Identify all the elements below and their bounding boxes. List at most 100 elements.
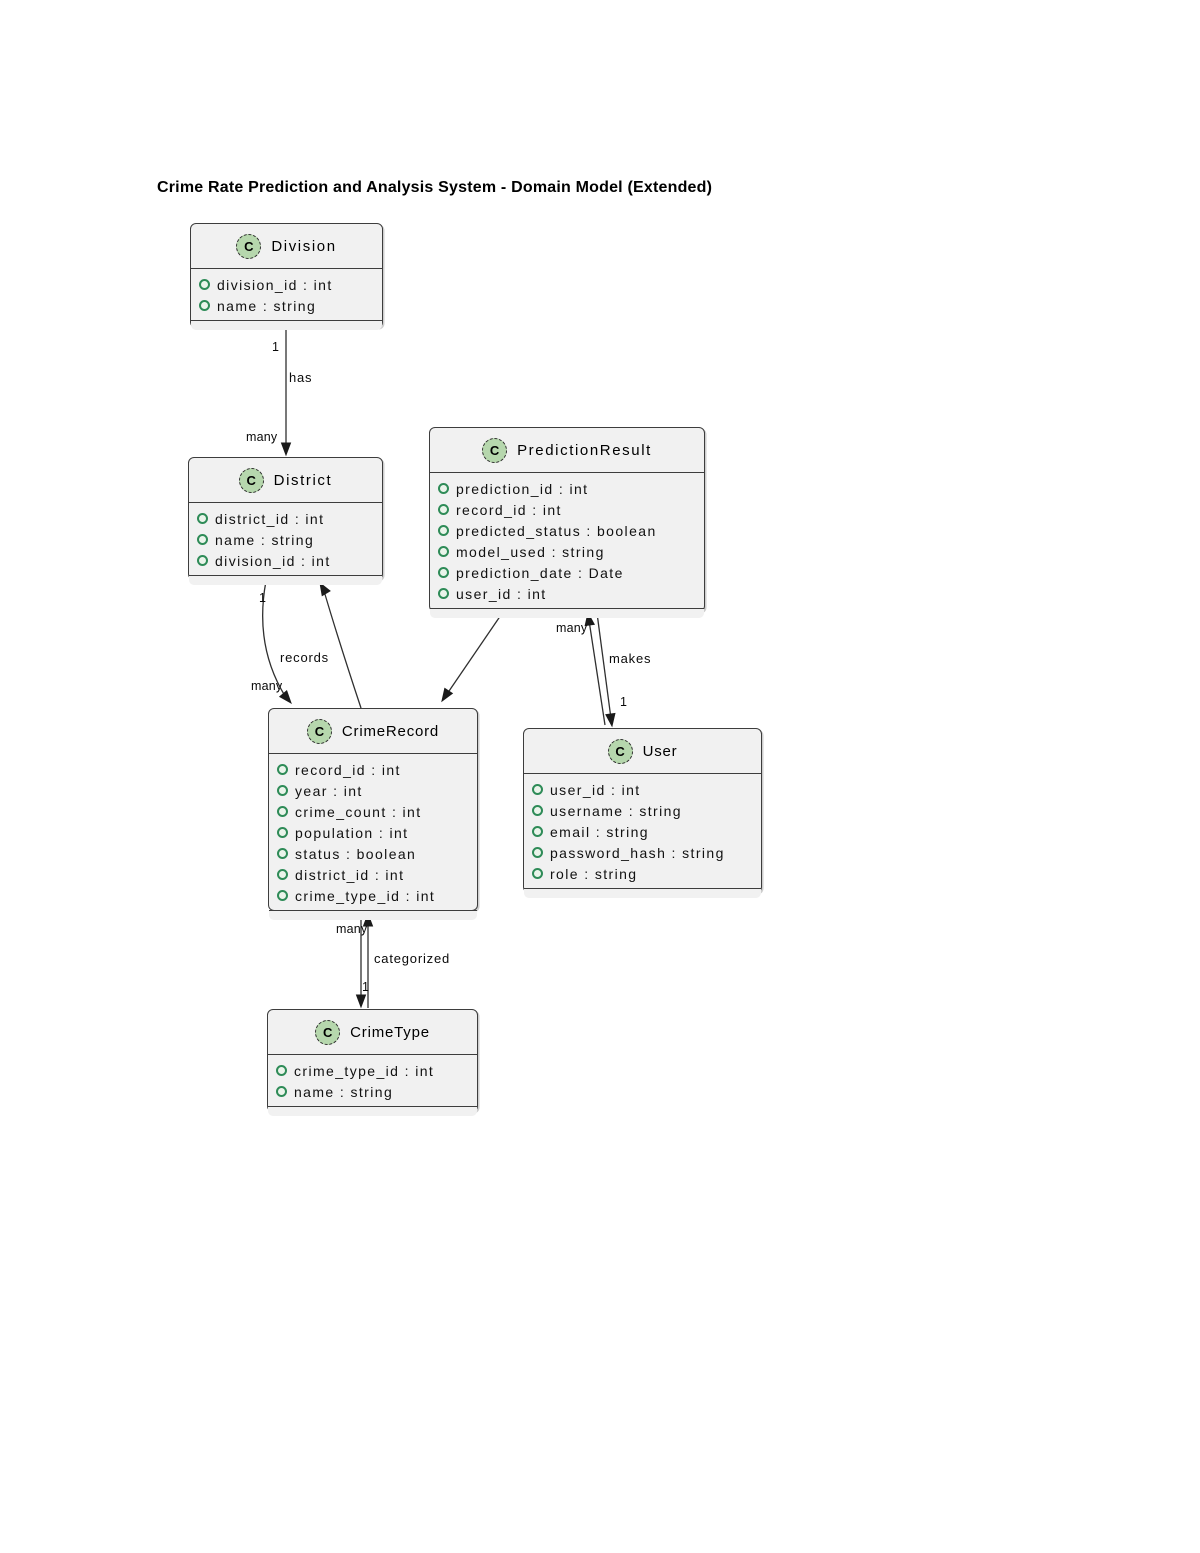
class-crime-record-name: CrimeRecord — [341, 722, 440, 740]
attribute-row: crime_type_id : int — [277, 885, 469, 906]
edge-makes-line-down[interactable] — [596, 612, 612, 715]
attribute-visibility-icon — [532, 805, 543, 816]
attribute-visibility-icon — [199, 300, 210, 311]
edge-records-multiplicity-many: many — [251, 679, 283, 693]
attribute-row: predicted_status : boolean — [438, 520, 696, 541]
class-icon: C — [482, 437, 508, 463]
class-crime-record[interactable]: C CrimeRecord record_id : int year : int… — [268, 708, 478, 920]
attribute-row: crime_type_id : int — [276, 1060, 469, 1081]
attribute-visibility-icon — [197, 555, 208, 566]
attribute-row: role : string — [532, 863, 753, 884]
attribute-row: prediction_date : Date — [438, 562, 696, 583]
attribute-visibility-icon — [197, 534, 208, 545]
class-crime-type-attributes: crime_type_id : int name : string — [268, 1055, 477, 1106]
attribute-visibility-icon — [277, 764, 288, 775]
class-icon: C — [306, 718, 332, 744]
edge-prediction-record-line[interactable] — [446, 611, 504, 695]
class-prediction-result-header: C PredictionResult — [430, 428, 704, 473]
attribute-visibility-icon — [277, 869, 288, 880]
class-crime-type-operations-compartment — [268, 1106, 477, 1116]
edge-records-arrowhead-forward — [278, 690, 292, 705]
class-prediction-result-attributes: prediction_id : int record_id : int pred… — [430, 473, 704, 608]
edge-makes-line-up[interactable] — [589, 624, 606, 726]
attribute-row: username : string — [532, 800, 753, 821]
edge-categorized-label: categorized — [374, 951, 451, 966]
edge-categorized-multiplicity-many: many — [336, 922, 368, 936]
attribute-visibility-icon — [438, 504, 449, 515]
attribute-visibility-icon — [277, 806, 288, 817]
class-user[interactable]: C User user_id : int username : string e… — [523, 728, 762, 898]
class-prediction-result[interactable]: C PredictionResult prediction_id : int r… — [429, 427, 705, 618]
class-division[interactable]: C Division division_id : int name : stri… — [190, 223, 383, 330]
class-division-attributes: division_id : int name : string — [191, 269, 382, 320]
attribute-visibility-icon — [532, 847, 543, 858]
edge-records-multiplicity-one: 1 — [259, 591, 267, 605]
attribute-visibility-icon — [438, 483, 449, 494]
attribute-row: crime_count : int — [277, 801, 469, 822]
class-crime-type[interactable]: C CrimeType crime_type_id : int name : s… — [267, 1009, 478, 1116]
edge-records-line-forward[interactable] — [262, 580, 286, 697]
class-user-operations-compartment — [524, 888, 761, 898]
edge-has-arrowhead — [280, 442, 292, 457]
attribute-row: population : int — [277, 822, 469, 843]
edge-has-multiplicity-many: many — [246, 430, 278, 444]
class-crime-record-header: C CrimeRecord — [269, 709, 477, 754]
attribute-visibility-icon — [438, 525, 449, 536]
class-crime-record-operations-compartment — [269, 910, 477, 920]
attribute-visibility-icon — [277, 827, 288, 838]
diagram-title: Crime Rate Prediction and Analysis Syste… — [157, 179, 713, 196]
attribute-visibility-icon — [276, 1065, 287, 1076]
attribute-visibility-icon — [532, 868, 543, 879]
attribute-row: district_id : int — [197, 508, 374, 529]
attribute-row: record_id : int — [277, 759, 469, 780]
edge-categorized-multiplicity-one: 1 — [362, 980, 370, 994]
edge-categorized-arrowhead-up — [362, 912, 374, 927]
class-division-operations-compartment — [191, 320, 382, 330]
edge-prediction-record-arrowhead — [441, 687, 454, 703]
attribute-visibility-icon — [277, 890, 288, 901]
edge-records-line-back[interactable] — [323, 590, 362, 709]
class-user-name: User — [642, 742, 678, 760]
class-district[interactable]: C District district_id : int name : stri… — [188, 457, 383, 585]
edge-has-multiplicity-one: 1 — [272, 340, 280, 354]
edge-records-arrowhead-back — [319, 581, 331, 597]
attribute-visibility-icon — [276, 1086, 287, 1097]
class-icon: C — [315, 1019, 341, 1045]
class-user-attributes: user_id : int username : string email : … — [524, 774, 761, 888]
attribute-visibility-icon — [532, 826, 543, 837]
attribute-row: user_id : int — [438, 583, 696, 604]
attribute-row: record_id : int — [438, 499, 696, 520]
class-user-header: C User — [524, 729, 761, 774]
class-icon: C — [236, 233, 262, 259]
attribute-visibility-icon — [199, 279, 210, 290]
class-division-name: Division — [271, 237, 337, 255]
attribute-row: district_id : int — [277, 864, 469, 885]
attribute-row: division_id : int — [199, 274, 374, 295]
attribute-row: name : string — [197, 529, 374, 550]
edge-categorized-arrowhead-down — [355, 994, 367, 1009]
attribute-row: user_id : int — [532, 779, 753, 800]
class-district-attributes: district_id : int name : string division… — [189, 503, 382, 575]
edge-records-label: records — [280, 650, 329, 665]
attribute-visibility-icon — [438, 588, 449, 599]
class-icon: C — [607, 738, 633, 764]
attribute-visibility-icon — [277, 848, 288, 859]
class-prediction-result-operations-compartment — [430, 608, 704, 618]
edge-makes-arrowhead-down — [605, 712, 616, 728]
attribute-row: division_id : int — [197, 550, 374, 571]
class-crime-record-attributes: record_id : int year : int crime_count :… — [269, 754, 477, 910]
class-icon: C — [238, 467, 264, 493]
attribute-row: name : string — [276, 1081, 469, 1102]
class-prediction-result-name: PredictionResult — [517, 441, 652, 459]
attribute-row: prediction_id : int — [438, 478, 696, 499]
class-division-header: C Division — [191, 224, 382, 269]
attribute-row: email : string — [532, 821, 753, 842]
class-district-name: District — [273, 471, 333, 489]
edge-makes-multiplicity-many: many — [556, 621, 588, 635]
class-crime-type-name: CrimeType — [350, 1023, 430, 1041]
edge-has-label: has — [289, 370, 313, 385]
class-district-header: C District — [189, 458, 382, 503]
attribute-row: status : boolean — [277, 843, 469, 864]
attribute-visibility-icon — [438, 567, 449, 578]
